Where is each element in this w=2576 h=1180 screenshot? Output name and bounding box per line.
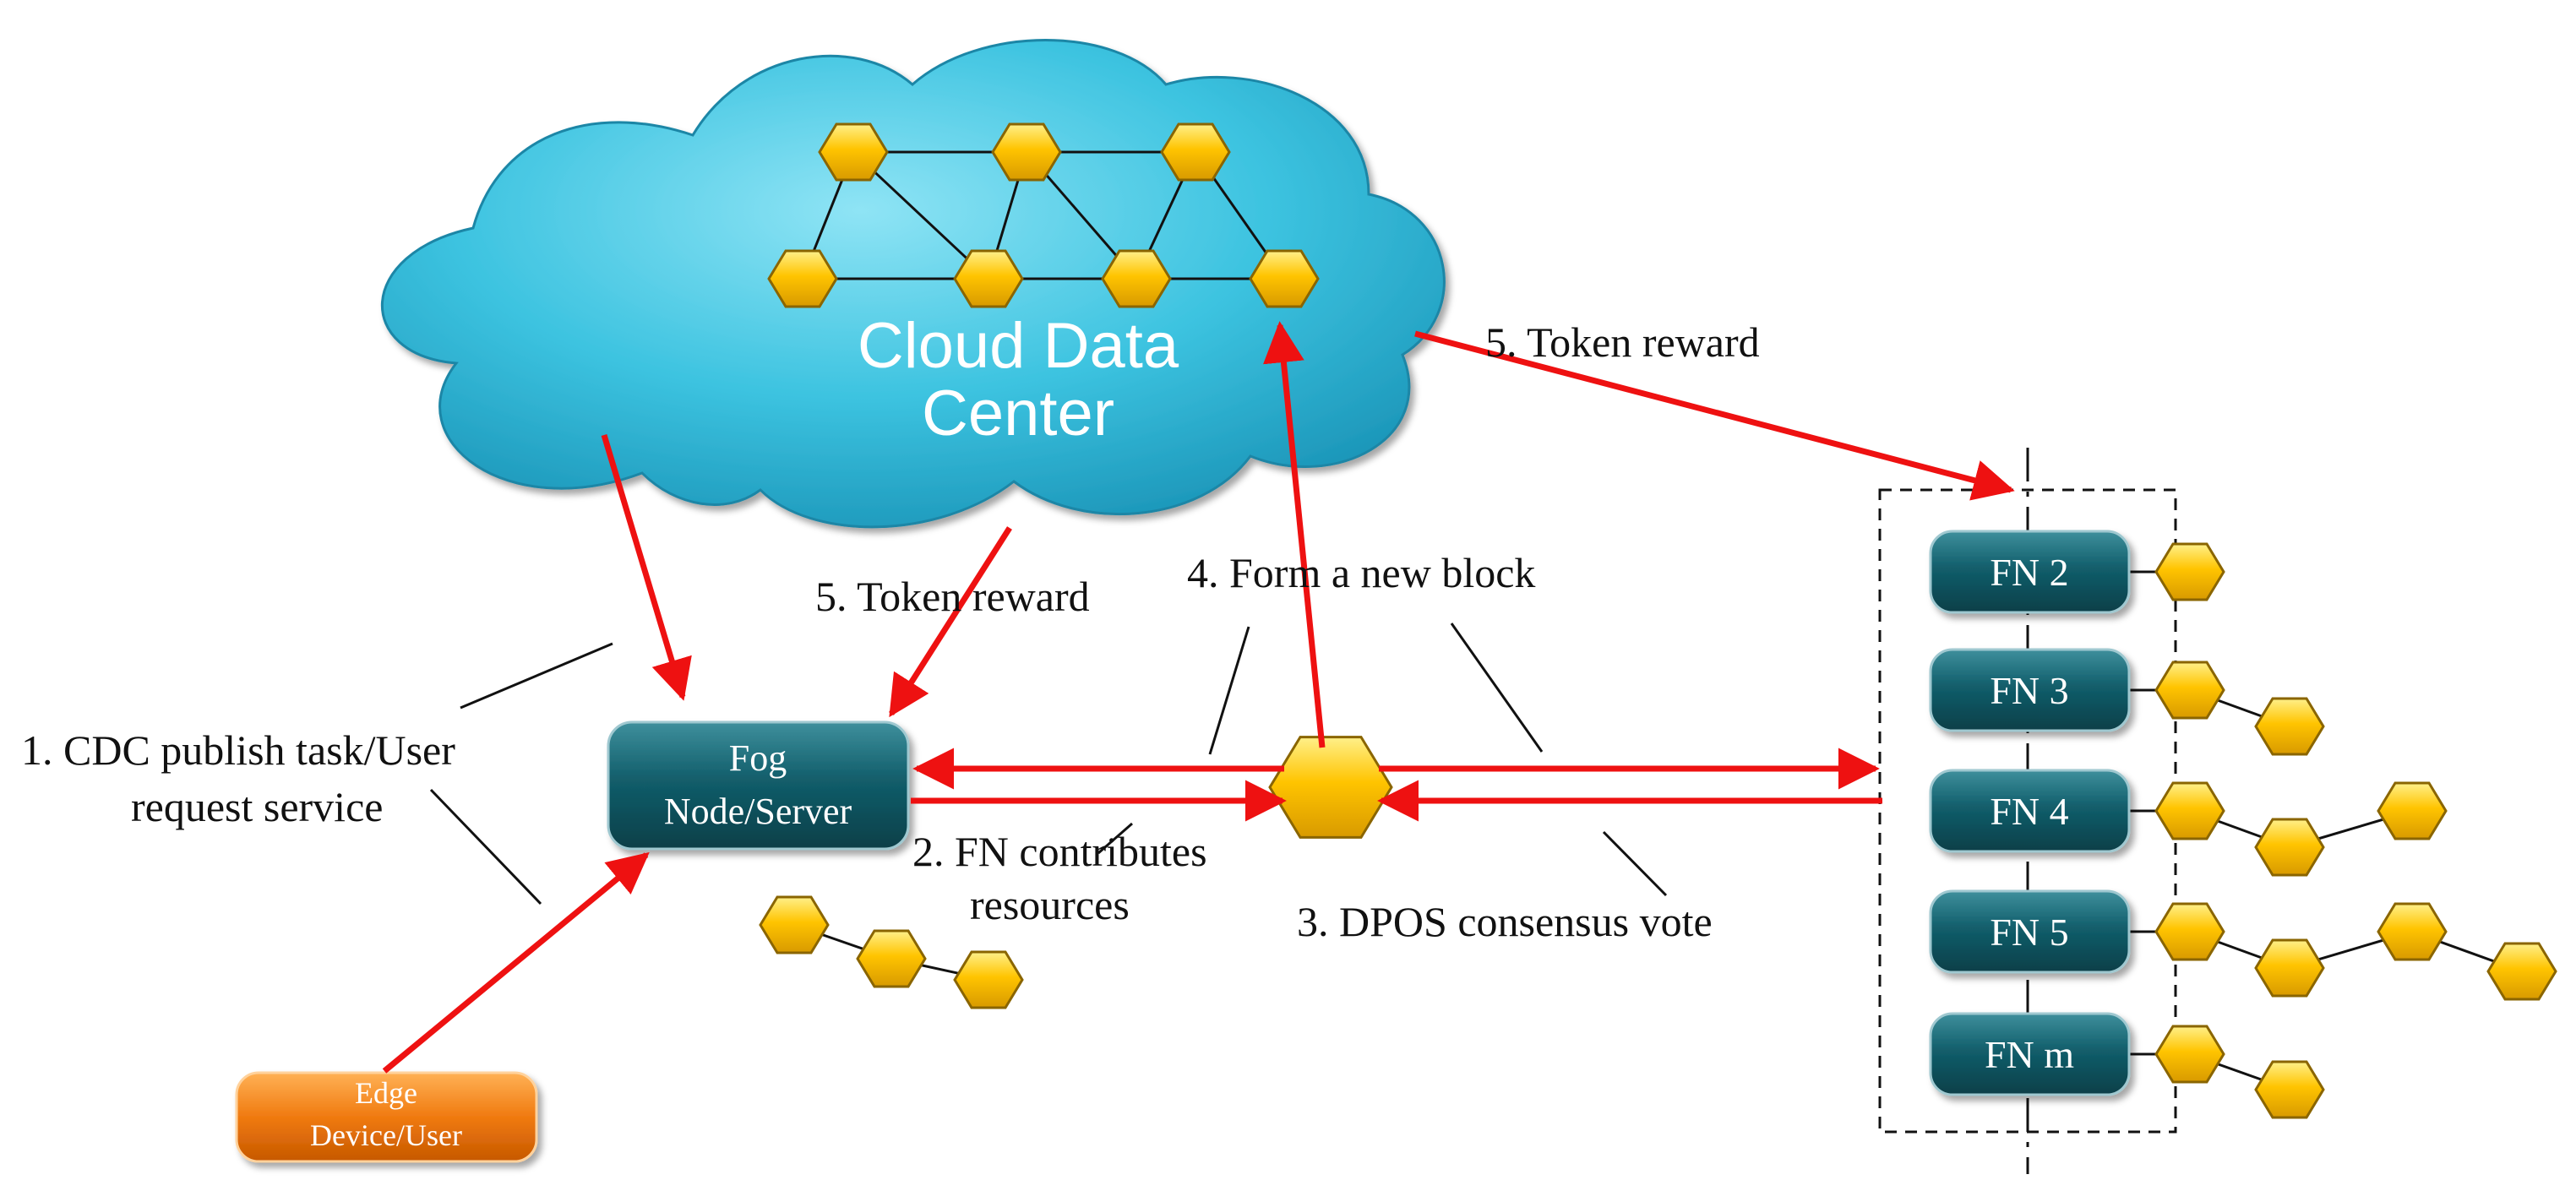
fn-node-box	[1929, 648, 2131, 732]
hexagon-block-icon	[856, 929, 927, 988]
hexagon-block-icon	[991, 122, 1062, 182]
fn-group: FN 2 FN 3 FN 4 FN 5 FN m	[1878, 448, 2557, 1174]
hexagon-block-icon	[1160, 122, 1231, 182]
hexagon-block-icon	[2486, 942, 2557, 1001]
cloud-data-center: Cloud Data Center	[381, 39, 1446, 529]
hexagon-block-icon	[2377, 781, 2448, 840]
step-labels: 1. CDC publish task/User request service…	[21, 318, 1760, 945]
new-block-hexagon	[1268, 736, 1393, 839]
fn-node-box	[1929, 530, 2131, 614]
hexagon-block-icon	[2254, 697, 2325, 756]
label-step2-line2: resources	[970, 881, 1130, 928]
fn-node-label: FN 5	[1990, 911, 2068, 954]
fog-node-label-line2: Node/Server	[664, 791, 852, 832]
fn-node-label: FN m	[1985, 1033, 2074, 1076]
arrows	[382, 321, 2015, 1074]
fn-node-box	[1929, 889, 2131, 974]
fn-node-box	[1929, 769, 2131, 853]
fn-node-label: FN 3	[1990, 669, 2068, 712]
label-step1-line2: request service	[131, 783, 383, 830]
edge-device-user: Edge Device/User	[235, 1071, 538, 1163]
fog-node-box	[607, 721, 910, 851]
hexagon-block-icon	[2154, 902, 2225, 961]
hexagon-block-icon	[1268, 736, 1393, 839]
label-step3: 3. DPOS consensus vote	[1297, 898, 1713, 945]
fog-node-server: Fog Node/Server	[607, 721, 1024, 1009]
label-step1-line1: 1. CDC publish task/User	[21, 726, 455, 774]
edge-label-line1: Edge	[355, 1076, 417, 1110]
hexagon-block-icon	[2154, 661, 2225, 720]
cloud-hexagons	[767, 122, 1320, 308]
leader-lines	[429, 623, 1668, 905]
hexagon-block-icon	[953, 950, 1024, 1009]
cloud-title-line2: Center	[922, 378, 1114, 449]
arrow-cloud-to-fog-right	[889, 526, 1012, 718]
arrow-edge-to-fog	[382, 851, 650, 1074]
edge-label-line2: Device/User	[310, 1118, 462, 1152]
hexagon-block-icon	[1249, 249, 1320, 308]
hexagon-block-icon	[2254, 1060, 2325, 1119]
hexagon-block-icon	[2154, 542, 2225, 601]
fn-node-label: FN 4	[1990, 790, 2068, 833]
arrow-cloud-to-fog-left	[601, 433, 692, 701]
label-step5-cloud-fog: 5. Token reward	[815, 573, 1090, 620]
label-step5-cloud-fn: 5. Token reward	[1485, 318, 1760, 366]
hexagon-block-icon	[2254, 938, 2325, 998]
fn-chain-hexagons	[2154, 542, 2557, 1119]
fn-node-box	[1929, 1012, 2131, 1096]
fog-chain-hexagons	[759, 895, 1024, 1009]
hexagon-block-icon	[2254, 818, 2325, 877]
arrow-block-to-cloud	[1263, 321, 1326, 748]
hexagon-block-icon	[759, 895, 830, 954]
fog-node-label-line1: Fog	[729, 737, 787, 779]
cloud-title-line1: Cloud Data	[858, 310, 1179, 382]
arrow-cloud-to-fn	[1414, 330, 2015, 501]
hexagon-block-icon	[2377, 902, 2448, 961]
label-step2-line1: 2. FN contributes	[912, 828, 1207, 875]
hexagon-block-icon	[818, 122, 889, 182]
hexagon-block-icon	[767, 249, 838, 308]
label-step4: 4. Form a new block	[1187, 549, 1535, 596]
hexagon-block-icon	[953, 249, 1024, 308]
hexagon-block-icon	[2154, 1025, 2225, 1084]
hexagon-block-icon	[2154, 781, 2225, 840]
fn-node-label: FN 2	[1990, 551, 2068, 594]
hexagon-block-icon	[1101, 249, 1172, 308]
